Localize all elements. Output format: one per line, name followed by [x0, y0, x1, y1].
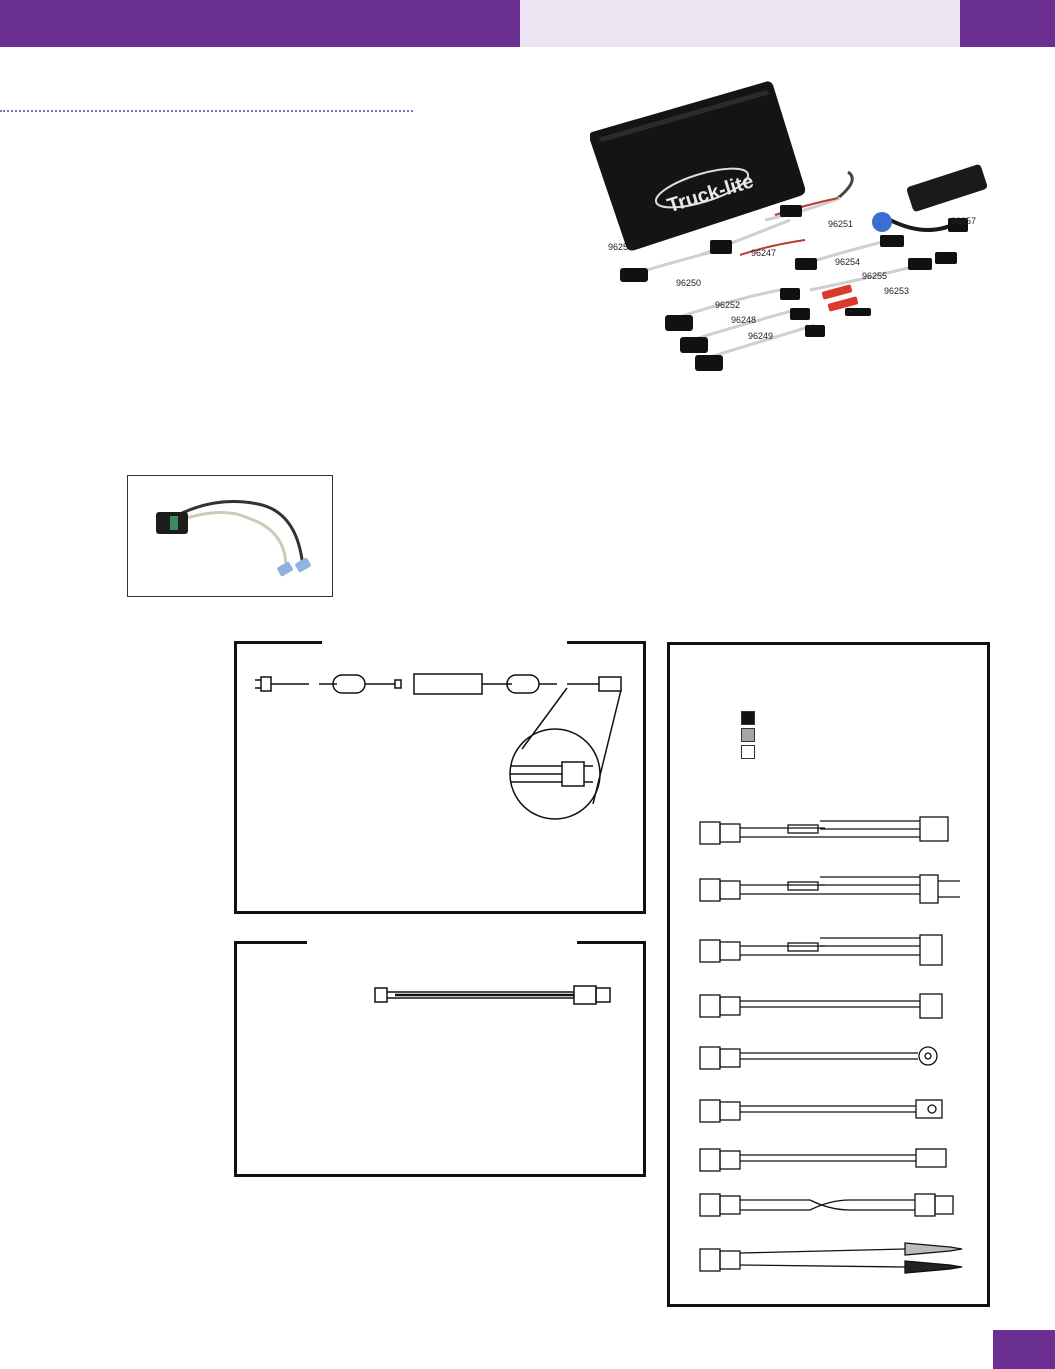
extension-cable-diagram-box [234, 940, 646, 1177]
extension-cable-drawing [374, 985, 611, 1005]
power-supply-drawing [255, 673, 622, 820]
part-label-96248: 96248 [731, 315, 757, 325]
part-label-96247: 96247 [751, 248, 777, 258]
harness-2 [699, 874, 960, 904]
harness-7 [699, 1148, 947, 1172]
harness-1 [699, 816, 949, 845]
legend-swatch-black [741, 711, 755, 725]
part-label-96255: 96255 [862, 271, 888, 281]
harness-4 [699, 993, 943, 1019]
part-label-96258: 96258 [608, 242, 634, 252]
harness-5 [699, 1046, 938, 1070]
harness-drawings [699, 816, 963, 1274]
adapter-harness-list-box [667, 642, 990, 1307]
part-label-96252: 96252 [715, 300, 741, 310]
part-label-96250: 96250 [676, 278, 702, 288]
part-label-96251: 96251 [828, 219, 854, 229]
part-label-96254: 96254 [835, 257, 861, 267]
part-label-96257: 96257 [951, 216, 977, 226]
pigtail-illustration [156, 500, 311, 577]
part-label-96253: 96253 [884, 286, 910, 296]
legend-swatch-white [741, 745, 755, 759]
box1-title-gap [322, 640, 567, 646]
legend-swatch-gray [741, 728, 755, 742]
header-band-left [0, 0, 520, 47]
header-band-middle [520, 0, 960, 47]
power-supply-diagram-box [234, 640, 646, 914]
harness-3 [699, 934, 943, 966]
box2-title-gap [307, 940, 577, 946]
harness-9 [699, 1242, 963, 1274]
section-divider [0, 110, 413, 112]
pigtail-photo [127, 475, 333, 597]
kit-photo: Truck-lite [589, 80, 1010, 390]
kit-illustration: Truck-lite [589, 81, 988, 371]
page-number-tab [993, 1330, 1055, 1369]
harness-6 [699, 1099, 943, 1123]
part-label-96249: 96249 [748, 331, 774, 341]
header-band-right [960, 0, 1055, 47]
harness-8 [699, 1193, 954, 1217]
